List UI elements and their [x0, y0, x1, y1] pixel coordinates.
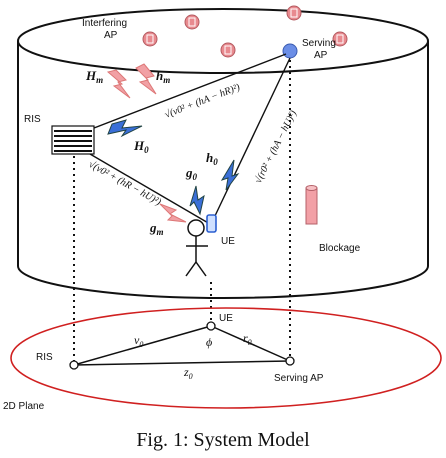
H-0-symbol: H0: [133, 138, 149, 155]
interfering-ap-icon: [142, 31, 158, 47]
ris-ap-distance-formula: √(ν0² + (hA − hR)²): [163, 82, 242, 121]
interference-bolt-icon: [106, 69, 131, 99]
ap-plane-point: [285, 356, 295, 366]
interfering-ap-label-1: Interfering: [82, 18, 127, 29]
figure-caption: Fig. 1: System Model: [136, 429, 310, 451]
ue-plane-point: [206, 321, 216, 331]
serving-ap-label-1: Serving: [302, 38, 336, 49]
blockage-icon: [305, 185, 318, 225]
g-0-symbol: g0: [185, 165, 198, 182]
ris-panel: [51, 125, 95, 155]
nu-0-symbol: ν0: [134, 333, 143, 349]
ue-bolt-icon: [189, 185, 205, 216]
plane-2d-ellipse: [10, 307, 442, 409]
interfering-ap-icon: [220, 42, 236, 58]
plane-2d-label: 2D Plane: [3, 401, 45, 412]
interfering-ap-icon: [184, 14, 200, 30]
ue-phone-icon: [206, 214, 217, 233]
ap-ue-bolt-icon: [220, 159, 240, 191]
plane-triangle: [73, 325, 291, 366]
g-m-symbol: gm: [149, 220, 164, 237]
phi-symbol: ϕ: [206, 335, 212, 349]
serving-ap-icon: [282, 43, 298, 59]
ris-label: RIS: [24, 114, 41, 125]
interfering-ap-icon: [286, 5, 302, 21]
ris-plane-label: RIS: [36, 352, 53, 363]
ris-ue-distance-formula: √(ν0² + (hR − hU)²): [87, 159, 164, 208]
blockage-label: Blockage: [319, 243, 361, 254]
h-0-symbol: h0: [206, 150, 218, 167]
link-lines: [89, 53, 291, 225]
z-0-symbol: z0: [183, 365, 193, 381]
ris-ap-bolt-icon: [107, 119, 143, 138]
cylinder: [17, 8, 429, 299]
interfering-ap-icons: [142, 5, 348, 58]
signal-bolts: [106, 63, 240, 223]
ue-figure: [185, 219, 208, 277]
interference-bolt-icon: [135, 63, 157, 95]
H-m-symbol: Hm: [85, 68, 103, 85]
serving-ap-plane-label: Serving AP: [274, 373, 324, 384]
interference-ue-bolt-icon: [159, 203, 187, 223]
interfering-ap-label-2: AP: [104, 30, 118, 41]
serving-ap-label-2: AP: [314, 50, 328, 61]
projection-lines: [73, 60, 291, 362]
ap-ue-distance-formula: √(r0² + (hA − hU)²): [253, 108, 300, 185]
r-0-symbol: r0: [243, 331, 252, 347]
h-m-symbol: hm: [156, 68, 170, 85]
ue-plane-label: UE: [219, 313, 233, 324]
interfering-ap-icon: [332, 31, 348, 47]
ue-label: UE: [221, 236, 235, 247]
ris-plane-point: [69, 360, 79, 370]
